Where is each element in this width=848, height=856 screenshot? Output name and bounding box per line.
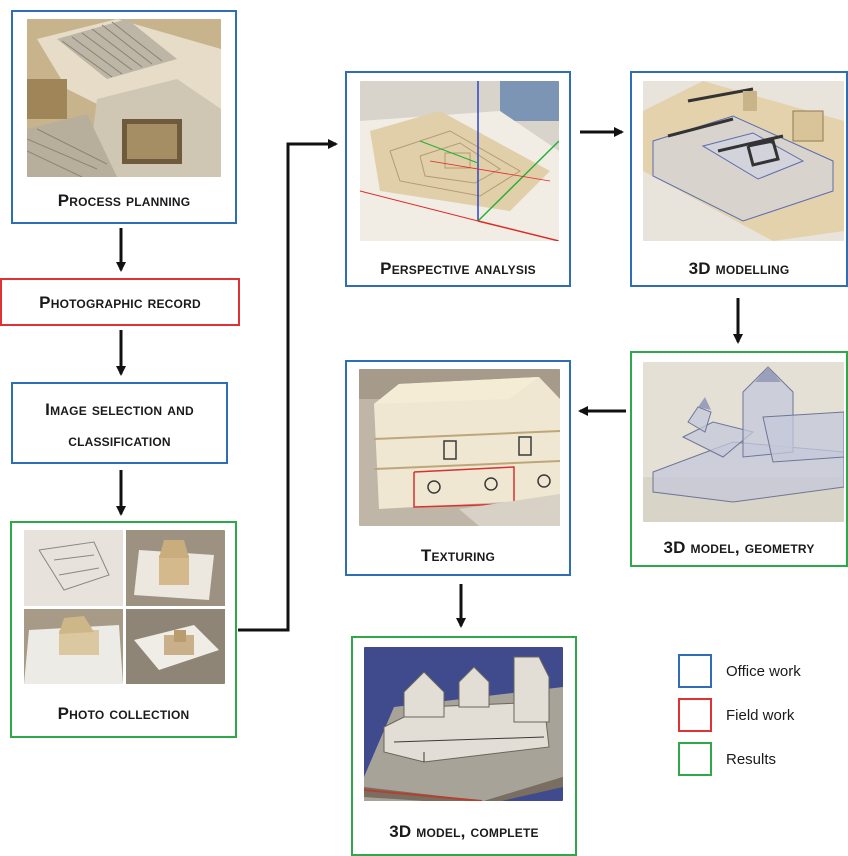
- caption-3d-model-geometry: 3D model, geometry: [663, 538, 815, 557]
- photo-collection-grid: [24, 530, 225, 684]
- legend-office-label: Office work: [726, 663, 801, 680]
- 3d-modelling-image: [643, 81, 844, 241]
- legend-field-swatch: [678, 698, 712, 732]
- legend-field-label: Field work: [726, 707, 795, 724]
- arrow-collection-to-perspective: [238, 139, 338, 632]
- node-perspective-analysis: Perspective analysis: [345, 71, 571, 287]
- node-3d-model-geometry: 3D model, geometry: [630, 351, 848, 567]
- perspective-analysis-image: [360, 81, 559, 241]
- caption-photo-collection: Photo collection: [57, 704, 190, 723]
- legend-results-label: Results: [726, 751, 777, 768]
- texturing-image: [359, 369, 560, 526]
- caption-texturing: Texturing: [420, 546, 496, 565]
- caption-perspective-analysis: Perspective analysis: [380, 259, 536, 278]
- node-texturing: Texturing: [345, 360, 571, 576]
- caption-3d-model-complete: 3D model, complete: [389, 822, 539, 841]
- legend-office-swatch: [678, 654, 712, 688]
- caption-process-planning: Process planning: [57, 191, 191, 210]
- node-photo-collection: Photo collection: [10, 521, 237, 738]
- legend-results-swatch: [678, 742, 712, 776]
- node-3d-model-complete: 3D model, complete: [351, 636, 577, 856]
- 3d-complete-image: [364, 647, 563, 801]
- caption-photographic-record: Photographic record: [39, 293, 201, 312]
- caption-image-selection-line1: Image selection and: [45, 400, 194, 419]
- caption-image-selection-line2: classification: [68, 431, 171, 450]
- roof-model-photo: [27, 19, 221, 177]
- node-image-selection: Image selection and classification: [11, 382, 228, 464]
- node-process-planning: Process planning: [11, 10, 237, 224]
- 3d-geometry-image: [643, 362, 844, 522]
- node-photographic-record: Photographic record: [0, 278, 240, 326]
- node-3d-modelling: 3D modelling: [630, 71, 848, 287]
- caption-3d-modelling: 3D modelling: [688, 259, 790, 278]
